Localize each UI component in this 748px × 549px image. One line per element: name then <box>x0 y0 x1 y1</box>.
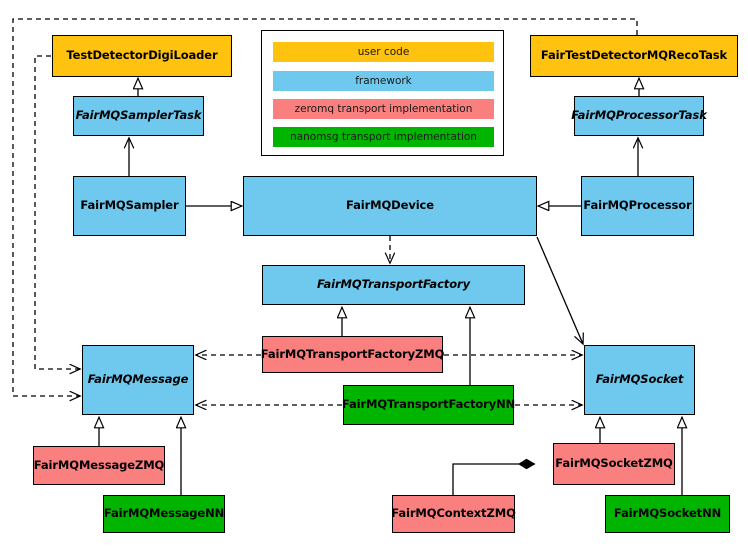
legend-label-framework: framework <box>355 75 412 87</box>
class-box-test-detector-digi-loader[interactable]: TestDetectorDigiLoader <box>52 35 232 77</box>
class-box-fair-mq-socket-nn[interactable]: FairMQSocketNN <box>605 495 730 533</box>
class-label: FairTestDetectorMQRecoTask <box>540 48 728 63</box>
class-label: FairMQProcessorTask <box>571 108 707 123</box>
class-label: FairMQTransportFactoryZMQ <box>260 346 445 361</box>
class-label: FairMQTransportFactory <box>317 277 470 292</box>
class-box-fair-mq-message-zmq[interactable]: FairMQMessageZMQ <box>33 446 165 485</box>
legend-label-user-code: user code <box>357 46 410 58</box>
class-box-fair-mq-context-zmq[interactable]: FairMQContextZMQ <box>391 495 516 533</box>
legend-item-user-code: user code <box>273 42 494 62</box>
class-label: FairMQTransportFactoryNN <box>341 397 516 412</box>
class-label: FairMQMessageNN <box>103 506 225 521</box>
class-box-fair-mq-sampler[interactable]: FairMQSampler <box>73 176 186 236</box>
class-box-fair-mq-message[interactable]: FairMQMessage <box>82 345 194 415</box>
class-label: FairMQContextZMQ <box>391 506 516 521</box>
class-box-fair-mq-transport-factory-zmq[interactable]: FairMQTransportFactoryZMQ <box>260 336 445 373</box>
class-box-fair-mq-message-nn[interactable]: FairMQMessageNN <box>103 495 225 533</box>
class-label: FairMQSocket <box>595 372 684 387</box>
class-label: FairMQMessageZMQ <box>33 457 165 472</box>
class-label: FairMQDevice <box>346 198 434 213</box>
legend-label-zeromq: zeromq transport implementation <box>294 103 473 115</box>
legend-item-nanomsg: nanomsg transport implementation <box>273 127 494 147</box>
class-box-fair-test-detector-mq-reco-task[interactable]: FairTestDetectorMQRecoTask <box>530 35 738 77</box>
class-box-fair-mq-sampler-task[interactable]: FairMQSamplerTask <box>73 96 204 136</box>
class-label: FairMQProcessor <box>583 198 692 213</box>
edge-contextzmq-socketzmq <box>452 458 536 495</box>
class-box-fair-mq-transport-factory-nn[interactable]: FairMQTransportFactoryNN <box>341 385 516 425</box>
edge-recotask-message <box>12 18 638 396</box>
class-label: FairMQSamplerTask <box>75 108 202 123</box>
edge-device-socket <box>536 236 583 344</box>
class-label: FairMQSocketZMQ <box>555 456 673 471</box>
edge-digiloader-message <box>34 55 80 369</box>
legend-box: user code framework zeromq transport imp… <box>261 30 504 156</box>
class-box-fair-mq-processor[interactable]: FairMQProcessor <box>581 176 694 236</box>
legend-item-zeromq: zeromq transport implementation <box>273 99 494 119</box>
legend-label-nanomsg: nanomsg transport implementation <box>290 131 477 143</box>
class-box-fair-mq-device[interactable]: FairMQDevice <box>243 176 537 236</box>
class-label: FairMQSocketNN <box>613 506 722 521</box>
class-label: TestDetectorDigiLoader <box>66 48 218 63</box>
class-box-fair-mq-transport-factory[interactable]: FairMQTransportFactory <box>262 265 525 305</box>
class-label: FairMQMessage <box>87 372 189 387</box>
class-box-fair-mq-socket[interactable]: FairMQSocket <box>584 345 695 415</box>
class-label: FairMQSampler <box>80 198 179 213</box>
class-box-fair-mq-processor-task[interactable]: FairMQProcessorTask <box>571 96 707 136</box>
legend-item-framework: framework <box>273 71 494 91</box>
class-box-fair-mq-socket-zmq[interactable]: FairMQSocketZMQ <box>553 443 675 485</box>
